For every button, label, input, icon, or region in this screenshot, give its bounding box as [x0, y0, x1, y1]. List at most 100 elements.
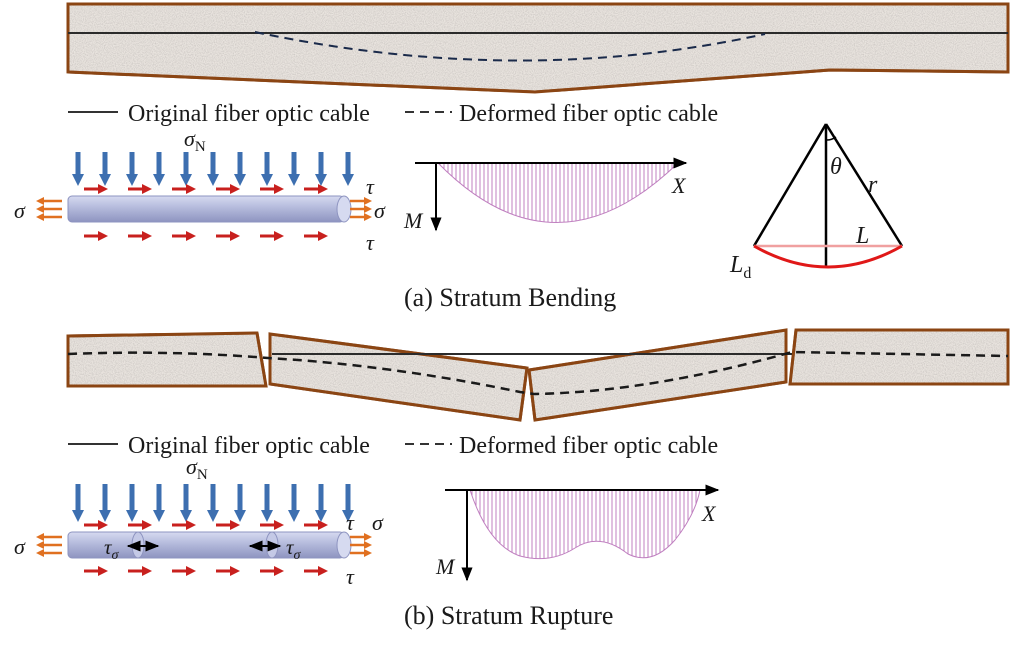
arc-line	[753, 244, 903, 269]
tau-bottom-label: τ	[366, 230, 375, 255]
tau-sigma-left-label: τσ	[104, 535, 120, 563]
sigma-left-label: σ	[14, 534, 26, 559]
caption-bending: (a) Stratum Bending	[404, 283, 616, 312]
shear-arrows-top	[84, 520, 328, 530]
shear-arrow	[172, 520, 196, 530]
legend-rupture: Original fiber optic cable Deformed fibe…	[68, 433, 718, 459]
shear-arrow	[260, 566, 284, 576]
shear-arrow	[260, 520, 284, 530]
tension-arrow-left	[36, 213, 62, 221]
load-arrow	[207, 484, 219, 522]
moment-hatch	[439, 163, 677, 223]
sigma-left-label: σ	[14, 198, 26, 223]
shear-arrow	[216, 566, 240, 576]
load-arrow	[126, 484, 138, 522]
rupture-moment-diagram: X M	[435, 484, 720, 582]
load-arrow	[342, 484, 354, 522]
shear-arrow	[84, 231, 108, 241]
load-arrow	[72, 484, 84, 522]
load-arrow	[72, 152, 84, 186]
sigma-n-label: σN	[186, 454, 208, 483]
bending-cable-load-diagram: σN σ σ τ τ	[14, 126, 386, 255]
shear-arrow	[260, 184, 284, 194]
shear-arrow	[216, 184, 240, 194]
load-arrow	[261, 152, 273, 186]
load-arrow	[153, 484, 165, 522]
load-arrow	[342, 152, 354, 186]
caption-rupture: (b) Stratum Rupture	[404, 601, 613, 630]
shear-arrow	[84, 184, 108, 194]
sigma-right-label: σ	[374, 198, 386, 223]
arc-label: Ld	[729, 252, 751, 282]
tension-arrow-right	[350, 197, 372, 205]
shear-arrow	[128, 231, 152, 241]
load-arrow	[261, 484, 273, 522]
tension-arrow-right	[350, 549, 372, 557]
sigma-right-label: σ	[372, 510, 384, 535]
tension-arrow-left	[36, 549, 62, 557]
shear-arrows-bottom	[84, 566, 328, 576]
bending-rock-layer	[66, 2, 1010, 94]
shear-arrow	[84, 520, 108, 530]
load-arrow	[99, 484, 111, 522]
tension-arrows	[36, 533, 372, 557]
tension-arrow-left	[36, 205, 62, 213]
shear-arrow	[172, 231, 196, 241]
tension-arrows	[36, 197, 372, 221]
radius-label: r	[868, 172, 878, 198]
load-arrow	[288, 484, 300, 522]
chord-label: L	[855, 223, 869, 249]
shear-arrow	[216, 520, 240, 530]
sigma-n-label: σN	[184, 126, 206, 155]
tension-arrow-right	[350, 205, 372, 213]
shear-arrow	[260, 231, 284, 241]
shear-arrow	[304, 231, 328, 241]
tau-top-label: τ	[366, 174, 375, 199]
load-arrow	[153, 152, 165, 186]
tension-arrow-right	[350, 533, 372, 541]
tension-arrow-left	[36, 533, 62, 541]
rupture-deformed-cable	[67, 350, 1009, 396]
x-axis-label: X	[671, 173, 687, 198]
legend-bending: Original fiber optic cable Deformed fibe…	[68, 101, 718, 127]
legend-deformed-label: Deformed fiber optic cable	[459, 433, 718, 459]
rupture-cable-load-diagram: σN τσ τσ σ σ τ τ	[14, 454, 384, 589]
tension-arrow-left	[36, 541, 62, 549]
fiber-cable	[67, 195, 345, 223]
shear-arrow	[216, 231, 240, 241]
load-arrow	[234, 484, 246, 522]
bending-moment-diagram: X M	[403, 157, 688, 233]
load-arrow	[126, 152, 138, 186]
load-arrow	[234, 152, 246, 186]
shear-arrows-top	[84, 184, 328, 194]
load-arrow	[207, 152, 219, 186]
shear-arrow	[84, 566, 108, 576]
load-arrow	[99, 152, 111, 186]
m-axis-label: M	[435, 554, 456, 579]
shear-arrow	[304, 520, 328, 530]
tension-arrow-left	[36, 197, 62, 205]
rupture-rock-blocks	[66, 328, 1010, 422]
load-arrow	[288, 152, 300, 186]
shear-arrows-bottom	[84, 231, 328, 241]
shear-arrow	[128, 184, 152, 194]
tension-arrow-right	[350, 541, 372, 549]
shear-arrow	[128, 566, 152, 576]
shear-arrow	[128, 520, 152, 530]
theta-label: θ	[830, 154, 842, 180]
tau-bottom-label: τ	[346, 564, 355, 589]
shear-arrow	[172, 566, 196, 576]
load-arrow	[315, 152, 327, 186]
load-arrow	[180, 152, 192, 186]
tau-sigma-right-label: τσ	[286, 535, 302, 563]
normal-load-arrows	[72, 484, 354, 522]
x-axis-label: X	[701, 501, 717, 526]
m-axis-label: M	[403, 208, 424, 233]
normal-load-arrows	[72, 152, 354, 186]
legend-original-label: Original fiber optic cable	[128, 101, 370, 127]
tau-top-label: τ	[346, 510, 355, 535]
moment-hatch	[471, 490, 697, 559]
tension-arrow-right	[350, 213, 372, 221]
